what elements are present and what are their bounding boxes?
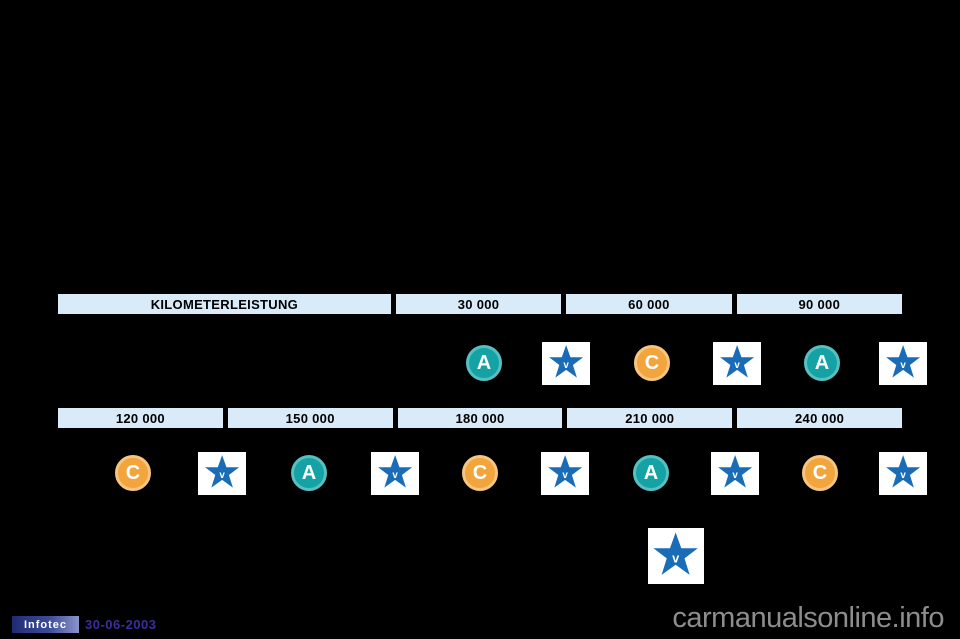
infotec-logo: Infotec: [12, 616, 79, 633]
svg-text:v: v: [219, 470, 225, 481]
service-a-icon: A: [291, 455, 327, 491]
svg-text:v: v: [900, 470, 906, 481]
header-30000: 30 000: [394, 293, 563, 315]
mileage-table-lower: 120 000 150 000 180 000 210 000 240 000: [57, 407, 903, 429]
header-180000: 180 000: [396, 407, 564, 429]
service-c-icon: C: [115, 455, 151, 491]
service-c-icon: C: [634, 345, 670, 381]
dealer-star-icon: v: [879, 341, 927, 385]
watermark-text: carmanualsonline.info: [672, 602, 944, 634]
service-a-icon: A: [466, 345, 502, 381]
service-a-icon: A: [633, 455, 669, 491]
dealer-star-icon: v: [711, 451, 759, 495]
svg-text:v: v: [672, 551, 680, 566]
header-60000: 60 000: [565, 293, 733, 315]
svg-text:v: v: [392, 470, 398, 481]
svg-text:v: v: [562, 470, 568, 481]
svg-text:v: v: [900, 360, 906, 371]
dealer-star-icon: v: [879, 451, 927, 495]
service-c-icon: C: [462, 455, 498, 491]
dealer-star-icon: v: [371, 451, 419, 495]
dealer-star-icon: v: [542, 341, 590, 385]
service-c-icon: C: [802, 455, 838, 491]
header-150000: 150 000: [226, 407, 394, 429]
header-kilometerleistung: KILOMETERLEISTUNG: [57, 293, 392, 315]
header-210000: 210 000: [566, 407, 734, 429]
service-a-icon: A: [804, 345, 840, 381]
dealer-star-icon: v: [541, 451, 589, 495]
svg-text:v: v: [732, 470, 738, 481]
svg-text:v: v: [563, 360, 569, 371]
header-90000: 90 000: [735, 293, 904, 315]
footer-date: 30-06-2003: [85, 617, 157, 632]
dealer-star-icon: v: [713, 341, 761, 385]
mileage-table-upper: KILOMETERLEISTUNG 30 000 60 000 90 000: [57, 293, 904, 315]
dealer-star-icon: v: [198, 451, 246, 495]
svg-text:v: v: [734, 360, 740, 371]
dealer-star-icon: v: [648, 528, 704, 584]
header-240000: 240 000: [736, 407, 903, 429]
header-120000: 120 000: [57, 407, 224, 429]
